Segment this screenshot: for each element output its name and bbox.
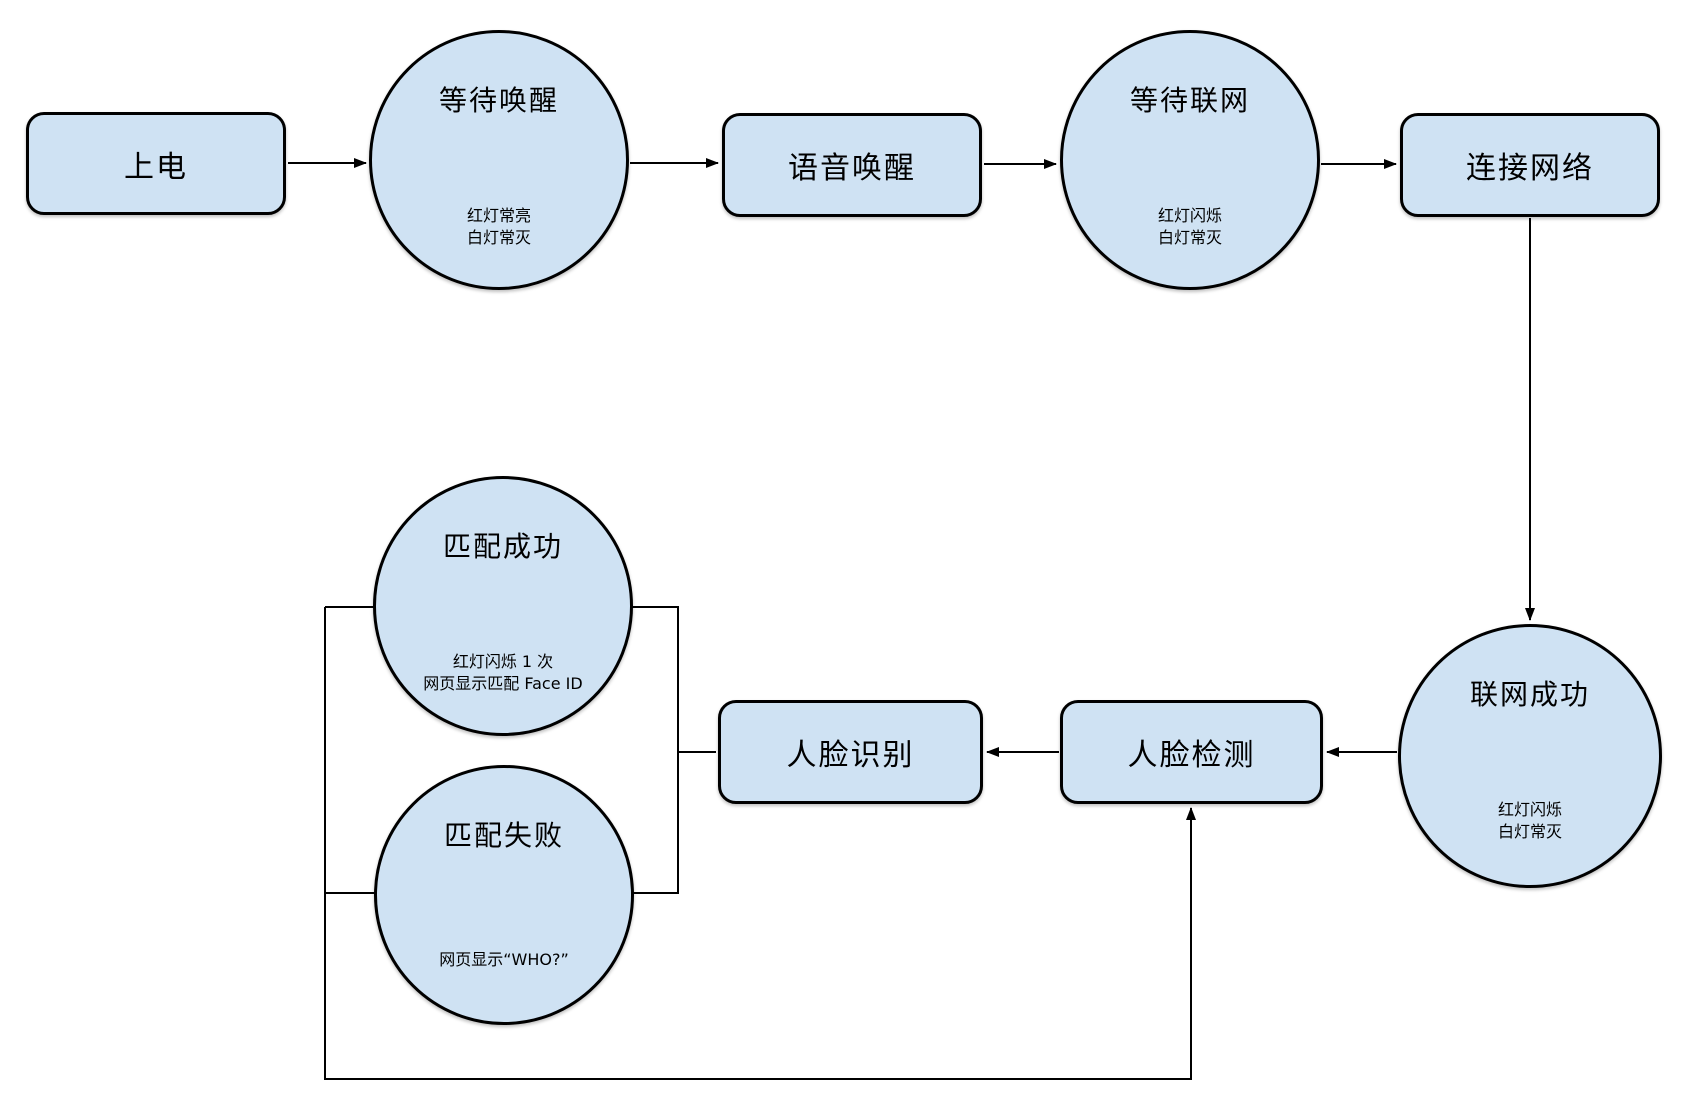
edge-loop-back-to-face-detect (324, 607, 1196, 1080)
node-network-success-label: 联网成功 (1469, 678, 1590, 711)
node-match-success-label: 匹配成功 (442, 530, 563, 563)
node-match-fail: 匹配失败 网页显示“WHO?” (374, 765, 634, 1025)
node-wait-network: 等待联网 红灯闪烁 白灯常灭 (1060, 30, 1320, 290)
node-wait-network-status: 红灯闪烁 白灯常灭 (1157, 206, 1222, 247)
node-voice-wake: 语音唤醒 (722, 113, 982, 217)
node-face-recognize: 人脸识别 (718, 700, 983, 804)
node-wait-wake: 等待唤醒 红灯常亮 白灯常灭 (369, 30, 629, 290)
node-wait-network-label: 等待联网 (1129, 84, 1250, 117)
node-network-success: 联网成功 红灯闪烁 白灯常灭 (1398, 624, 1662, 888)
node-power-on-label: 上电 (124, 149, 188, 185)
node-face-recognize-label: 人脸识别 (786, 738, 915, 773)
node-match-success-status: 红灯闪烁 1 次 网页显示匹配 Face ID (423, 652, 583, 693)
node-network-success-status: 红灯闪烁 白灯常灭 (1497, 800, 1562, 841)
node-match-fail-status: 网页显示“WHO?” (439, 950, 569, 969)
node-connect-network-label: 连接网络 (1466, 151, 1594, 186)
node-voice-wake-label: 语音唤醒 (788, 151, 916, 186)
node-face-detect: 人脸检测 (1060, 700, 1323, 804)
node-connect-network: 连接网络 (1400, 113, 1660, 217)
node-wait-wake-status: 红灯常亮 白灯常灭 (466, 206, 531, 247)
node-power-on: 上电 (26, 112, 286, 215)
node-match-success: 匹配成功 红灯闪烁 1 次 网页显示匹配 Face ID (373, 476, 633, 736)
node-wait-wake-label: 等待唤醒 (438, 84, 559, 117)
node-face-detect-label: 人脸检测 (1127, 738, 1256, 773)
node-match-fail-label: 匹配失败 (443, 819, 564, 852)
